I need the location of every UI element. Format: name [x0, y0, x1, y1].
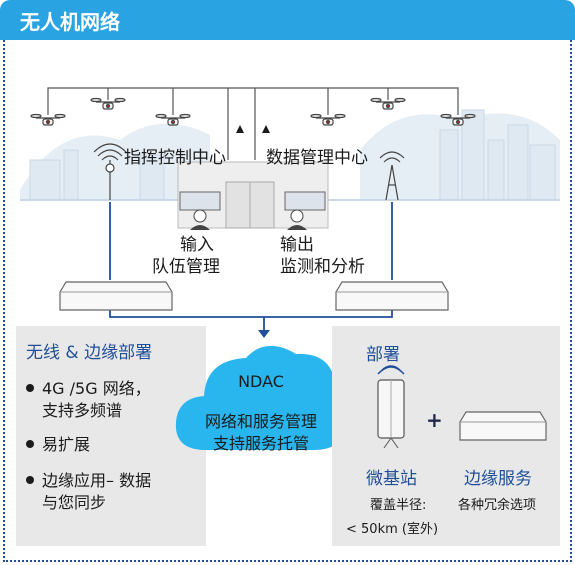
- operator-icon: [179, 191, 221, 230]
- input-label: 输入: [180, 235, 214, 255]
- list-item-continuation: 支持多频谱: [42, 401, 123, 420]
- coverage-label: 覆盖半径:: [370, 498, 427, 513]
- bullet-icon: [26, 475, 34, 484]
- coverage-value: < 50km (室外): [346, 522, 439, 537]
- drone-icons: [30, 97, 476, 126]
- header-bar: 无人机网络: [0, 0, 575, 40]
- dotted-border: [3, 40, 572, 562]
- list-item: 4G /5G 网络，: [26, 378, 151, 400]
- output-label: 输出: [280, 235, 314, 255]
- drone-links: [47, 87, 459, 160]
- wireless-edge-title: 无线 & 边缘部署: [26, 343, 153, 363]
- input-desc: 队伍管理: [152, 257, 220, 277]
- bullet-icon: [26, 439, 34, 448]
- plus-sign: +: [426, 408, 443, 432]
- down-arrow: [258, 330, 270, 338]
- edge-server-icon: [459, 411, 547, 441]
- flow-arrows: [236, 125, 270, 133]
- list-item: 易扩展: [26, 434, 90, 456]
- data-center-label: 数据管理中心: [266, 148, 368, 168]
- command-center-label: 指挥控制中心: [124, 148, 226, 168]
- bullet-icon: [26, 383, 34, 392]
- cloud-line2: 支持服务托管: [212, 434, 309, 453]
- operator-icon: [284, 191, 326, 230]
- cloud-icon: [175, 345, 350, 450]
- cloud-name: NDAC: [238, 372, 284, 391]
- edge-service-label: 边缘服务: [464, 469, 532, 489]
- router-icon: [59, 281, 173, 311]
- scene-graphic: [20, 87, 560, 338]
- city-skyline: [20, 109, 560, 201]
- cloud-line1: 网络和服务管理: [204, 412, 317, 431]
- router-icon: [335, 281, 449, 311]
- antenna-tower-icon: [379, 151, 405, 201]
- output-desc: 监测和分析: [280, 257, 365, 277]
- deployment-title: 部署: [366, 345, 400, 365]
- micro-station-label: 微基站: [366, 469, 417, 489]
- wireless-edge-panel: [16, 326, 206, 546]
- list-item-continuation: 与您同步: [42, 493, 107, 512]
- antenna-tower-icon: [93, 143, 127, 200]
- edge-desc: 各种冗余选项: [458, 498, 537, 513]
- list-item: 边缘应用– 数据: [26, 470, 151, 492]
- page-title: 无人机网络: [20, 10, 120, 34]
- micro-base-station-icon: [377, 365, 405, 449]
- backhaul-links: [109, 202, 393, 332]
